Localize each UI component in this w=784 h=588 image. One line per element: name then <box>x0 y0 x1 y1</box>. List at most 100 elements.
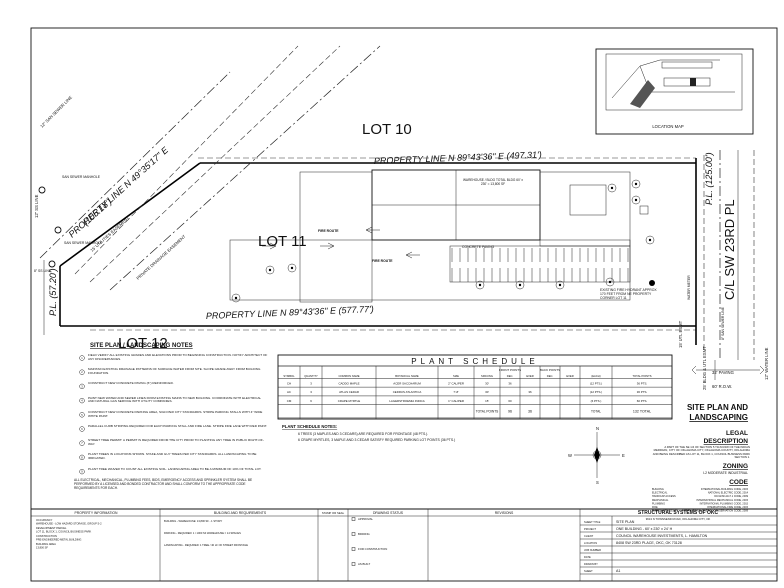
title-block-label: DRAWN BY <box>584 562 598 566</box>
property-row-value: PRE-ENGINEERED METAL BUILDING <box>36 537 81 541</box>
table-cell: (12 PTS.) <box>590 390 602 394</box>
svg-text:9: 9 <box>81 470 83 474</box>
note-item: STREET TREE PERMIT: A PERMIT IS REQUIRED… <box>88 439 264 446</box>
table-cell: 36 <box>508 381 512 385</box>
svg-text:4: 4 <box>81 399 83 403</box>
note-number-icon <box>79 454 85 461</box>
svg-text:E: E <box>622 453 625 458</box>
table-header: EVER <box>566 374 573 378</box>
table-header: BOTANICAL NAME <box>395 374 419 378</box>
water-line-label: 12" WATER LINE <box>764 347 769 380</box>
code-row-value: INTERNATIONAL ENERGY CONSERVATION CODE, … <box>682 510 749 513</box>
code-row-value: INTERNATIONAL FIRE CODE, 2015 <box>707 506 749 509</box>
total-front-ever: 36 <box>528 410 532 414</box>
status-checkbox <box>351 532 356 536</box>
zoning-heading: ZONING <box>723 463 748 470</box>
property-row-label: CONSTRUCTION <box>36 534 57 538</box>
table-header: COMMON NAME <box>338 374 359 378</box>
code-row-value: INTERNATIONAL BUILDING CODE, 2015 <box>701 488 749 491</box>
title-block-value: 8408 SW 23RD PLACE, OKC, OK 73128 <box>616 541 682 545</box>
drawing-status-heading: DRAWING STATUS <box>373 511 404 515</box>
hydrant-note: EXISTING FIRE HYDRANT APPROX 170 FEET FR… <box>600 288 657 300</box>
title-block-value: SITE PLAN <box>616 520 635 524</box>
table-header: DEC. <box>547 374 554 378</box>
code-row-label: HANDICAP ACCESS <box>652 495 676 498</box>
table-cell: 60 <box>508 399 512 403</box>
legal-heading-1: LEGAL <box>726 430 748 437</box>
property-row-label: OCCUPANCY <box>36 518 53 522</box>
plant-note-2: 6 CRAPE MYRTLES, 3 MAPLE AND 3 CEDAR SAT… <box>298 438 455 442</box>
paving-label: 32' PAVING <box>712 370 734 375</box>
legal-heading-2: DESCRIPTION <box>704 438 749 445</box>
plant-schedule-title: PLANT SCHEDULE <box>411 357 538 366</box>
code-row-value: INTERNATIONAL PLUMBING CODE, 2015 <box>700 502 749 505</box>
table-cell: 15' <box>485 399 489 403</box>
title-block-label: DATE <box>584 555 591 559</box>
lot-12-label: LOT 12 <box>118 335 168 352</box>
svg-text:S: S <box>596 480 599 485</box>
note-number-icon <box>79 383 85 390</box>
svg-text:7: 7 <box>81 441 83 445</box>
utility-easement-right-label: 15' UTL ESMT <box>678 320 683 348</box>
table-cell: (12 PTS.) <box>590 381 602 385</box>
svg-text:3: 3 <box>81 384 83 388</box>
table-header: EVER <box>526 374 533 378</box>
property-row-label: BUILDING AREA <box>36 542 56 546</box>
building-req-row: BUILDING - WAREHOUSE: 13,800 SF - 1 STOR… <box>164 519 222 523</box>
code-row-value: ICC/ANSI A117.1 CODE, 2009 <box>714 495 749 498</box>
code-row-label: FIRE <box>652 506 658 509</box>
title-block-value: A1 <box>616 569 620 573</box>
code-row-label: MECHANICAL <box>652 499 669 502</box>
table-cell: 36 <box>528 390 532 394</box>
status-checkbox <box>351 562 356 566</box>
code-row-value: INTERNATIONAL MECHANICAL CODE, 2015 <box>696 499 748 502</box>
table-header: (EACH) <box>591 374 600 378</box>
site-plan-heading-1: SITE PLAN AND <box>687 403 748 412</box>
status-checkbox <box>351 517 356 521</box>
title-block-value: ONE BUILDING - 60' x 230' x 24' H <box>616 527 673 531</box>
west-property-line-length: (105.18') <box>81 196 114 227</box>
property-row-value: WAREHOUSE - LOW HAZARD STORAGE, GROUP S-… <box>36 521 102 525</box>
note-number-icon <box>79 369 85 375</box>
note-item: PLANT TREES IN LOCATIONS SHOWN. STAKE AN… <box>88 453 257 461</box>
total-points: 132 TOTAL <box>633 410 651 414</box>
site-plan-heading-2: LANDSCAPING <box>689 413 748 422</box>
svg-text:N: N <box>596 426 599 431</box>
note-item: CONSTRUCT NEW CONCRETE PAVING (6") REINF… <box>88 382 174 386</box>
notes-footer: ALL ELECTRICAL, MECHANICAL, PLUMBING FEE… <box>74 478 253 490</box>
total-label: TOTAL POINTS <box>476 410 499 414</box>
status-checkbox <box>351 547 356 551</box>
title-block-label: JOB NUMBER <box>584 548 601 552</box>
note-number-icon <box>79 397 85 404</box>
table-cell: 36 PTS. <box>637 381 648 385</box>
utility-easement-label: 15' UTILITIES EASEMENT <box>89 215 130 253</box>
fire-route-label-2: FIRE ROUTE <box>372 259 393 263</box>
table-cell: ACER SACCHARUM <box>393 381 421 385</box>
note-number-icon <box>79 426 85 432</box>
svg-text:6: 6 <box>81 427 83 431</box>
legal-text: A PART OF THE SE 1/4 OF SECTION 5 T11N R… <box>652 446 750 460</box>
svg-text:5: 5 <box>81 413 83 417</box>
water-meter-label: WATER METER <box>687 275 691 300</box>
parking-stalls <box>451 248 629 282</box>
private-drainage-label: PRIVATE DRAINAGE EASEMENT <box>135 234 187 281</box>
table-cell: 3 <box>310 390 312 394</box>
title-block-label: LOCATION <box>584 541 597 545</box>
revisions-heading: REVISIONS <box>495 511 514 515</box>
svg-text:8: 8 <box>81 455 83 459</box>
bottom-title-strip: PROPERTY INFORMATION OCCUPANCYWAREHOUSE … <box>36 509 777 581</box>
title-block-label: CLIENT <box>584 534 594 538</box>
north-arrow-icon: N S W E <box>568 426 625 485</box>
table-cell: CRAPE MYRTLE <box>338 399 361 403</box>
title-block-label: SHEET <box>584 569 593 573</box>
table-header: SIZE <box>453 374 459 378</box>
note-number-icon <box>79 468 85 475</box>
svg-text:W: W <box>568 453 572 458</box>
note-item: MAINTAIN EXISTING DRAINAGE PATTERNS OF S… <box>88 368 261 375</box>
total-front-dec: 96 <box>508 410 512 414</box>
property-info-heading: PROPERTY INFORMATION <box>75 511 119 515</box>
table-cell: CM <box>287 399 292 403</box>
